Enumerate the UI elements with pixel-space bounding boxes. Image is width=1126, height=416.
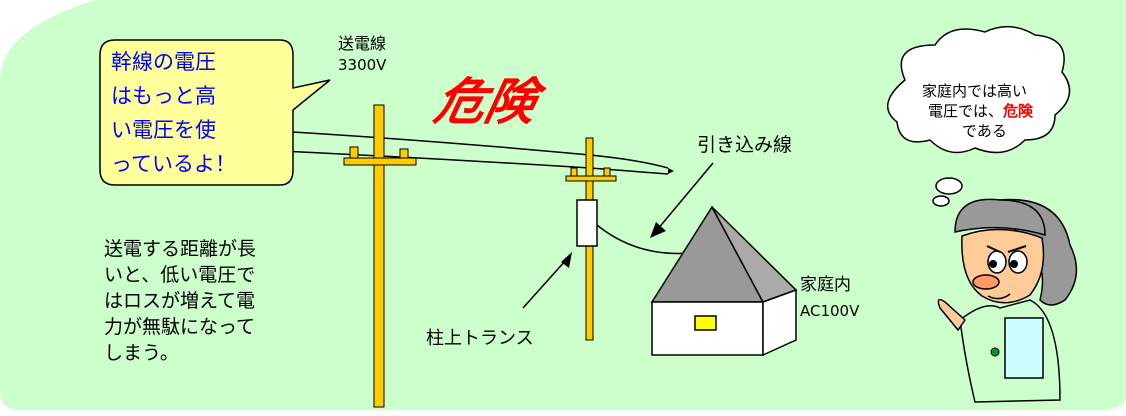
explanation-line-1: 送電する距離が長 xyxy=(104,238,257,260)
thought-cloud xyxy=(887,26,1071,154)
pole-transformer xyxy=(576,199,598,247)
character-pointing-arm xyxy=(937,298,966,332)
character-clipboard xyxy=(1004,317,1044,379)
service-drop-pointer xyxy=(656,162,714,231)
house-window xyxy=(694,315,717,331)
thought-danger-word: 危険 xyxy=(1003,102,1034,120)
right-pole-insulator-1 xyxy=(570,167,578,177)
home-voltage: AC100V xyxy=(800,302,860,320)
thought-line-2-prefix: 電圧では、 xyxy=(928,102,1004,120)
service-drop-label: 引き込み線 xyxy=(697,134,793,156)
bubble-line-4: っているよ！ xyxy=(111,152,236,176)
transmission-line-label: 送電線 xyxy=(338,34,387,53)
thought-line-3: である xyxy=(962,122,1007,140)
bubble-line-2: はもっと高 xyxy=(111,84,216,108)
explanation-line-5: しまう。 xyxy=(104,342,179,364)
transformer-arrowhead xyxy=(561,252,572,268)
home-label: 家庭内 xyxy=(800,275,851,295)
explanation-line-4: 力が無駄になって xyxy=(104,316,256,338)
wire-end-arrow xyxy=(668,168,674,174)
explanation-line-2: いと、低い電圧で xyxy=(104,264,256,286)
left-utility-pole xyxy=(373,104,385,408)
thought-dot-2 xyxy=(932,195,950,207)
thought-line-1: 家庭内では高い xyxy=(922,82,1028,100)
bubble-line-1: 幹線の電圧 xyxy=(111,50,216,74)
character-button xyxy=(990,347,1000,357)
explanation-line-3: はロスが増えて電 xyxy=(104,290,256,312)
danger-label: 危険 xyxy=(429,73,543,131)
thought-dot-1 xyxy=(935,177,963,195)
pole-transformer-label: 柱上トランス xyxy=(426,328,534,349)
transformer-pointer xyxy=(522,259,567,309)
left-pole-crossarm xyxy=(343,157,417,166)
left-pole-insulator-2 xyxy=(399,148,409,159)
transmission-line-voltage: 3300V xyxy=(338,56,387,74)
right-pole-crossarm xyxy=(565,175,617,182)
transmission-wire-lower xyxy=(259,149,669,175)
bubble-line-3: い電圧を使 xyxy=(111,118,216,142)
left-pole-insulator-1 xyxy=(349,146,359,159)
right-pole-insulator-2 xyxy=(603,167,611,177)
character-mouth xyxy=(987,293,1011,300)
service-drop-arrowhead xyxy=(650,222,666,238)
character-nose xyxy=(972,274,1000,290)
character-cap xyxy=(954,198,1046,236)
character-brow xyxy=(986,245,1027,253)
transmission-wire-upper xyxy=(259,129,669,169)
house-wall-side xyxy=(762,288,797,357)
thought-line-2: 電圧では、危険 xyxy=(928,102,1033,120)
speech-bubble xyxy=(99,39,331,186)
cartoon-engineer xyxy=(937,198,1078,403)
